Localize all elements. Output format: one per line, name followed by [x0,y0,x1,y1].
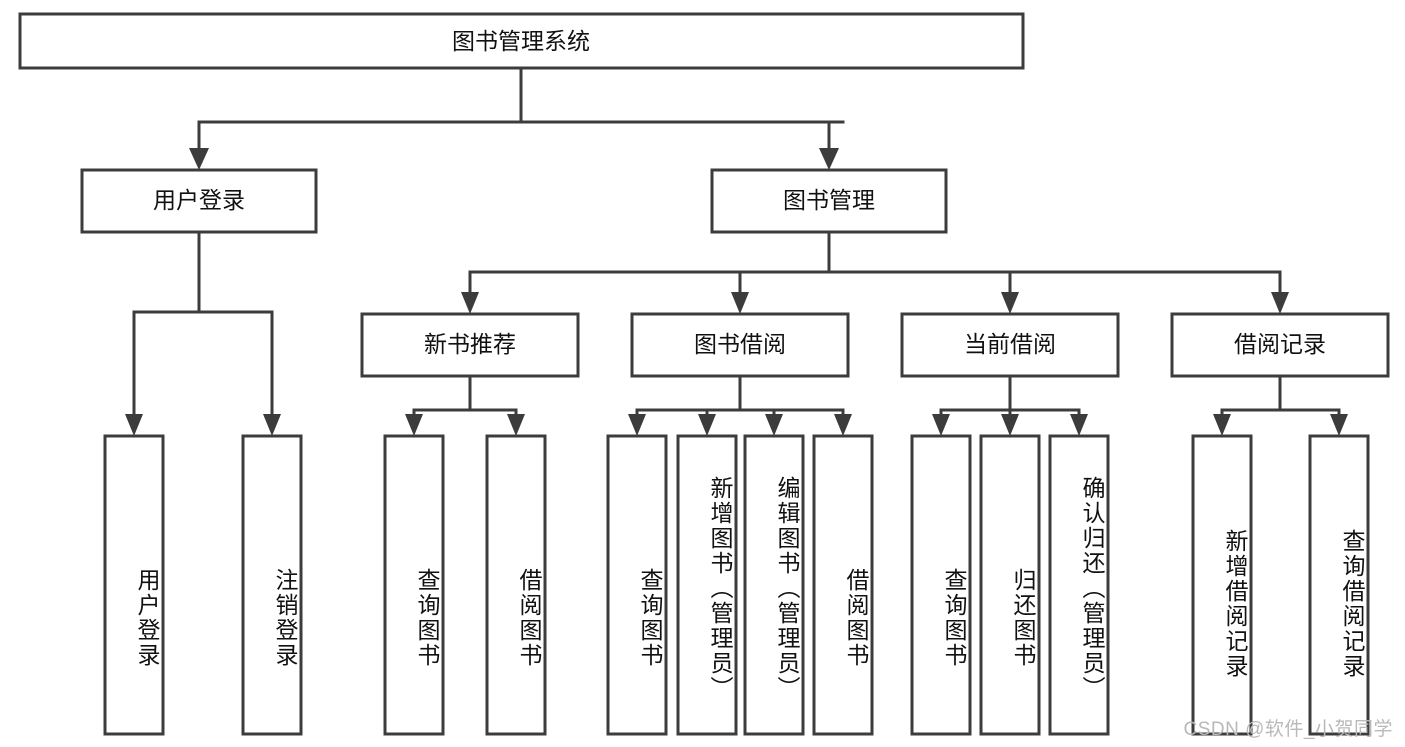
arrowhead-level3-2 [731,292,749,314]
connectors [125,66,1348,436]
leaf-box-borrow-book-1[interactable] [485,434,547,736]
arrowhead-level3-1 [461,292,479,314]
arrowhead-borrow-leaf-3 [765,414,783,436]
node-root-label: 图书管理系统 [452,28,590,54]
arrowhead-current-leaf-1 [932,414,950,436]
node-book-borrow-box[interactable] [630,312,850,378]
arrowhead-current-leaf-2 [1001,414,1019,436]
arrowhead-borrow-leaf-2 [698,414,716,436]
node-current-borrow-label: 当前借阅 [964,331,1056,357]
node-borrow-record-box[interactable] [1170,312,1390,378]
node-root[interactable]: 图书管理系统 [18,12,1025,70]
node-new-book-recommend-label: 新书推荐 [424,331,516,357]
node-user-login-box[interactable] [80,168,318,234]
node-root-box[interactable] [18,12,1025,70]
leaf-boxes [103,434,1370,736]
arrowhead-level3-3 [1001,292,1019,314]
arrowhead-user-leaf-1 [125,414,143,436]
arrowhead-record-leaf-1 [1213,414,1231,436]
node-book-management[interactable]: 图书管理 [710,168,948,234]
leaf-box-logout[interactable] [241,434,303,736]
arrowhead-level2-2 [819,148,839,170]
leaf-box-add-book[interactable] [676,434,738,736]
arrowhead-borrow-leaf-1 [628,414,646,436]
node-borrow-record[interactable]: 借阅记录 [1170,312,1390,378]
arrowhead-current-leaf-3 [1070,414,1088,436]
node-book-management-label: 图书管理 [783,187,875,213]
node-user-login-label: 用户登录 [153,187,245,213]
node-current-borrow[interactable]: 当前借阅 [900,312,1120,378]
leaf-box-user-login[interactable] [103,434,165,736]
node-user-login[interactable]: 用户登录 [80,168,318,234]
leaf-box-query-book-1[interactable] [383,434,445,736]
leaf-box-query-book-2[interactable] [606,434,668,736]
node-book-management-box[interactable] [710,168,948,234]
arrowhead-newbook-leaf-2 [507,414,525,436]
leaf-box-edit-book[interactable] [743,434,805,736]
node-borrow-record-label: 借阅记录 [1234,331,1326,357]
leaf-box-query-book-3[interactable] [910,434,972,736]
node-book-borrow[interactable]: 图书借阅 [630,312,850,378]
leaf-box-confirm-return[interactable] [1048,434,1110,736]
arrowhead-level2-1 [189,148,209,170]
leaf-box-add-record[interactable] [1191,434,1253,736]
node-book-borrow-label: 图书借阅 [694,331,786,357]
leaf-box-return-book[interactable] [979,434,1041,736]
node-new-book-recommend[interactable]: 新书推荐 [360,312,580,378]
leaf-box-query-record[interactable] [1308,434,1370,736]
arrowhead-record-leaf-2 [1330,414,1348,436]
leaf-box-borrow-book-2[interactable] [812,434,874,736]
arrowhead-user-leaf-2 [263,414,281,436]
arrowhead-level3-4 [1271,292,1289,314]
arrowhead-borrow-leaf-4 [834,414,852,436]
arrowhead-newbook-leaf-1 [405,414,423,436]
node-current-borrow-box[interactable] [900,312,1120,378]
watermark: CSDN @软件_小贺同学 [1183,719,1393,740]
node-new-book-recommend-box[interactable] [360,312,580,378]
